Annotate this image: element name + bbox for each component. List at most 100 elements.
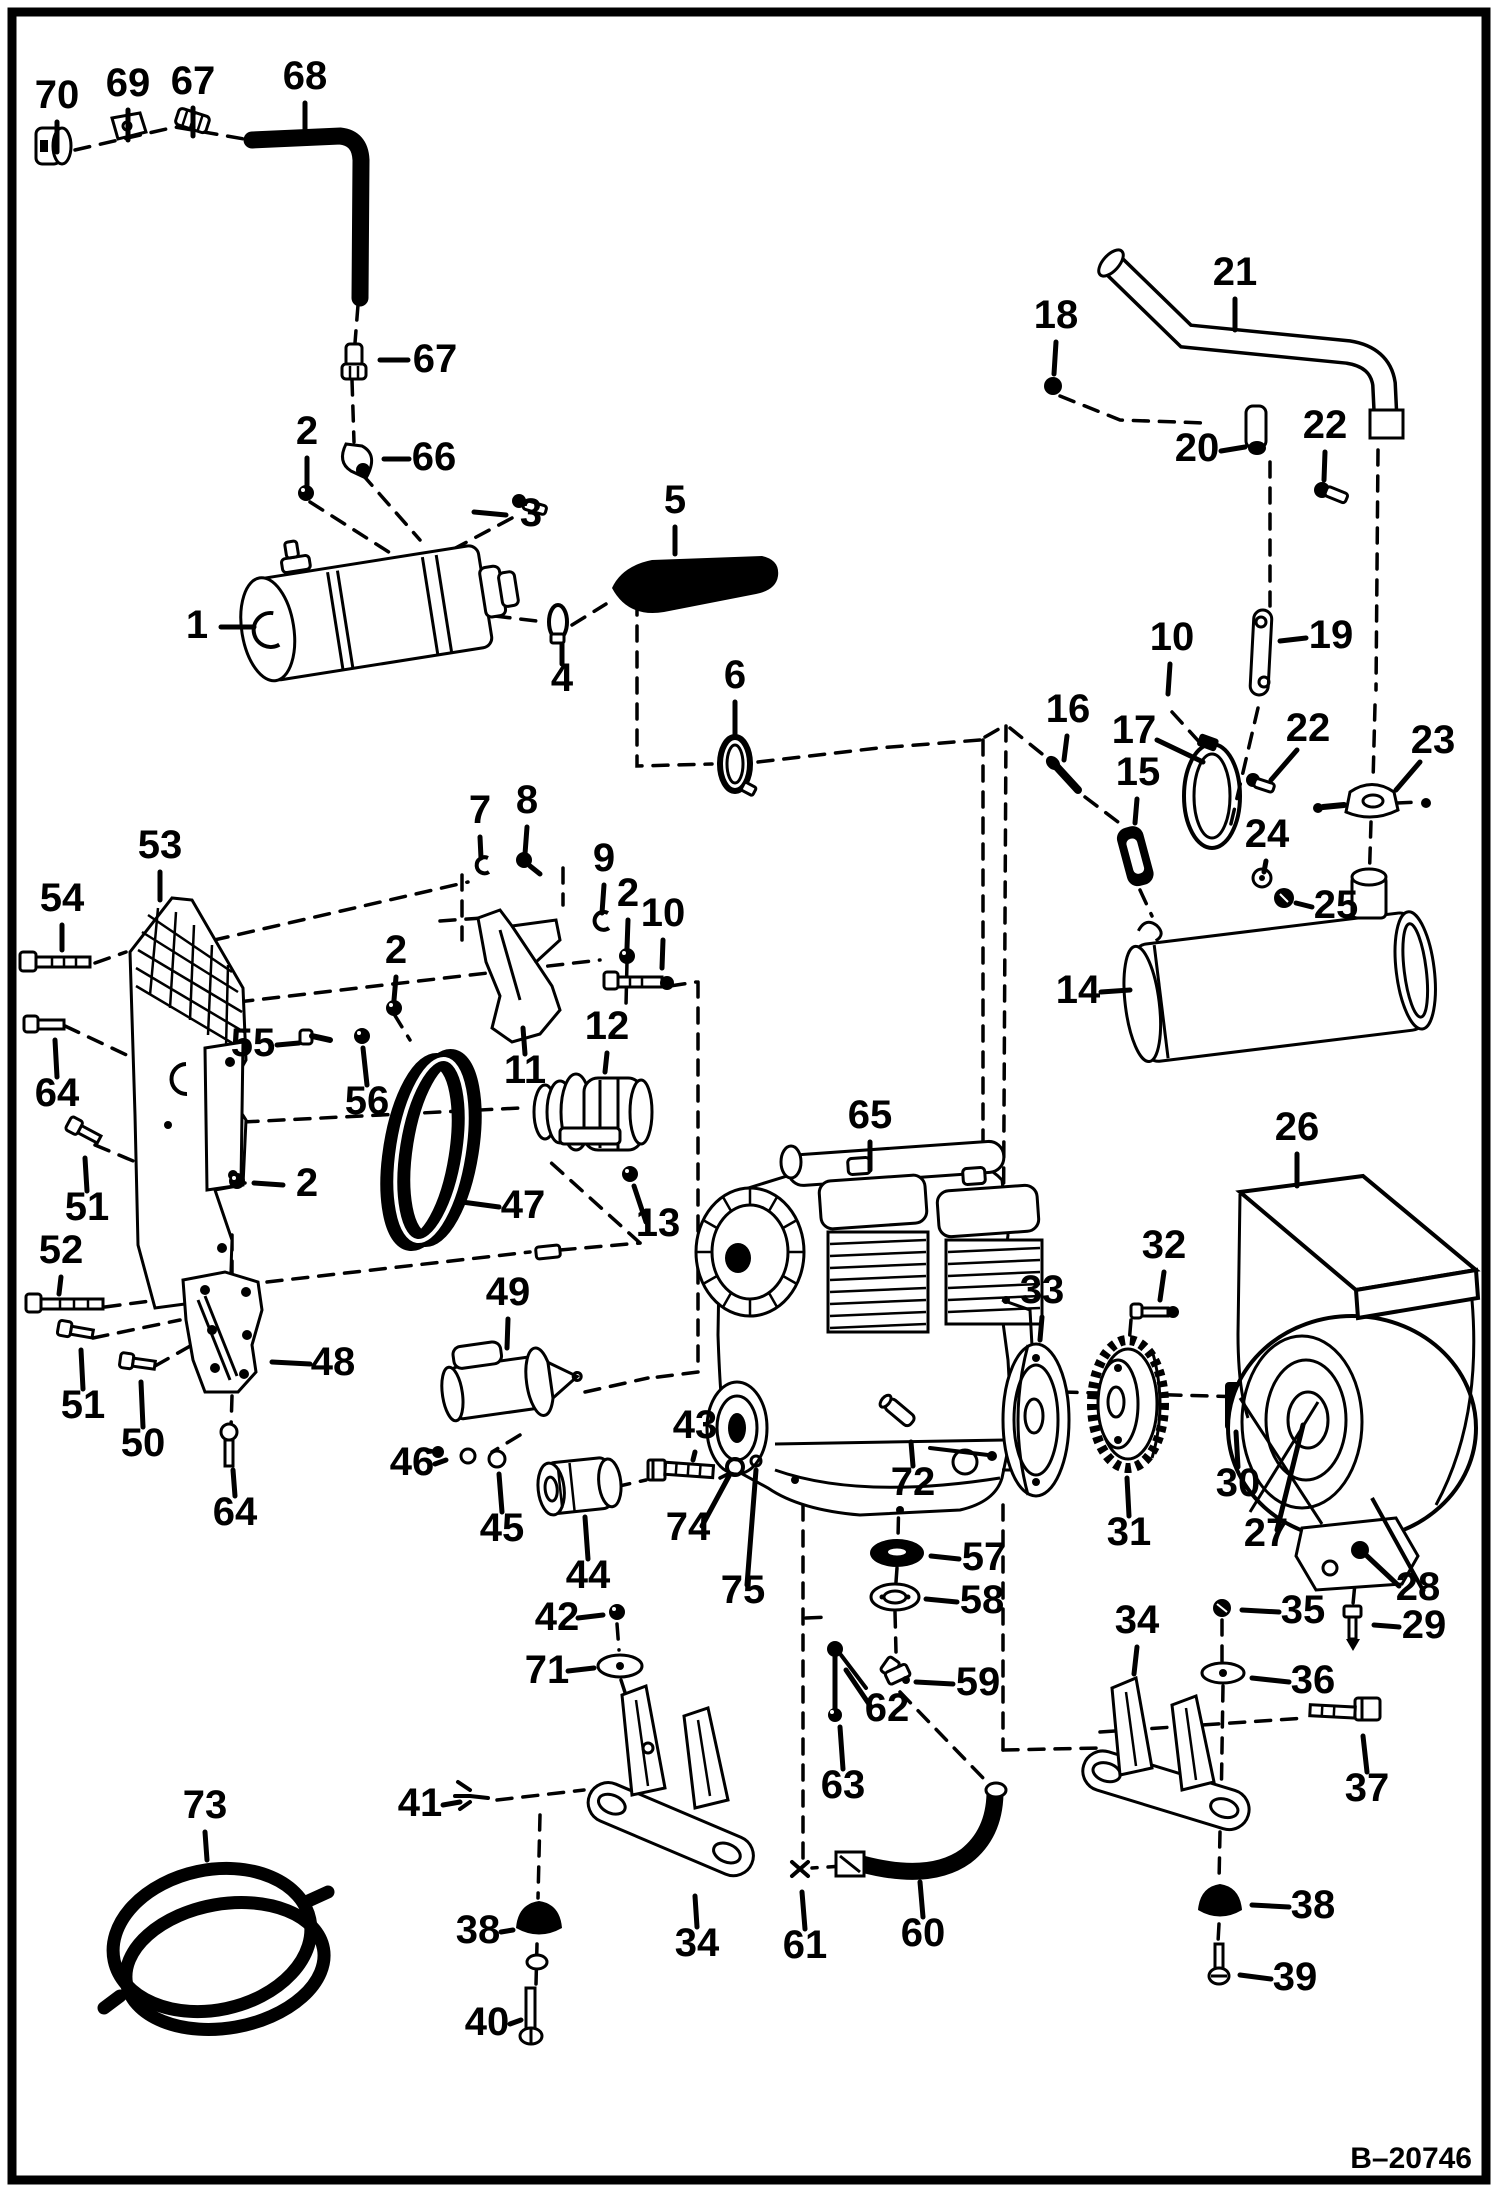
callout-2-5: 2: [296, 409, 318, 453]
callout-5-10: 5: [664, 478, 686, 522]
callout-39-72: 39: [1273, 1955, 1318, 1999]
callout-68-3: 68: [283, 54, 328, 98]
fan-belt: [380, 1048, 482, 1252]
callout-44-52: 44: [566, 1553, 611, 1597]
leader-22-15: [1321, 449, 1328, 483]
leader-62-76: [843, 1667, 874, 1710]
callout-20-14: 20: [1175, 426, 1220, 470]
leader-19-16: [1277, 635, 1309, 644]
callout-62-76: 62: [865, 1686, 910, 1730]
callout-47-46: 47: [501, 1183, 546, 1227]
callout-26-64: 26: [1275, 1105, 1320, 1149]
leader-11-45: [520, 1025, 528, 1057]
callout-1-8: 1: [186, 603, 208, 647]
callout-2-37: 2: [385, 928, 407, 972]
callout-49-49: 49: [486, 1270, 531, 1314]
callout-30-62: 30: [1216, 1461, 1261, 1505]
callout-2-38: 2: [296, 1161, 318, 1205]
leader-23-22: [1393, 759, 1423, 793]
coiled-hose: [97, 1861, 335, 2036]
callout-10-17: 10: [1150, 615, 1195, 659]
callout-64-34: 64: [213, 1490, 258, 1534]
callout-34-70: 34: [1115, 1598, 1160, 1642]
leader-36-68: [1249, 1675, 1292, 1685]
callout-66-6: 66: [412, 435, 457, 479]
callout-33-59: 33: [1020, 1268, 1065, 1312]
callout-51-29: 51: [65, 1185, 110, 1229]
leader-55-35: [274, 1040, 302, 1048]
callout-61-79: 61: [783, 1923, 828, 1967]
callout-7-39: 7: [469, 788, 491, 832]
leader-51-29: [82, 1155, 90, 1194]
leader-52-30: [56, 1274, 64, 1297]
engine-mount-left: [516, 1683, 755, 2046]
leader-38-81: [498, 1927, 516, 1935]
callout-32-60: 32: [1142, 1223, 1187, 1267]
callout-13-47: 13: [636, 1201, 681, 1245]
callout-72-58: 72: [891, 1460, 936, 1504]
leader-15-20: [1132, 796, 1140, 826]
leader-57-73: [928, 1553, 962, 1562]
leader-41-83: [440, 1799, 463, 1808]
small-fasteners: [229, 485, 635, 1261]
leader-64-34: [230, 1467, 238, 1499]
leader-27-63: [1274, 1422, 1306, 1533]
callout-58-74: 58: [960, 1578, 1005, 1622]
breather-hose-assembly: [34, 107, 370, 381]
leader-31-61: [1124, 1475, 1132, 1519]
callout-70-0: 70: [35, 73, 80, 117]
leader-42-56: [575, 1612, 606, 1621]
leader-75-55: [744, 1467, 759, 1588]
callout-75-55: 75: [721, 1568, 766, 1612]
leader-2-37: [391, 974, 399, 1003]
leader-25-24: [1293, 900, 1315, 910]
callout-53-26: 53: [138, 823, 183, 867]
blower-housing-assembly: [1226, 1173, 1481, 1651]
leader-49-49: [504, 1316, 511, 1351]
leader-33-59: [1037, 1314, 1045, 1343]
leader-45-51: [496, 1471, 505, 1515]
leader-2-42: [624, 917, 631, 951]
callout-41-83: 41: [398, 1781, 443, 1825]
callout-22-15: 22: [1303, 403, 1348, 447]
leader-34-70: [1131, 1644, 1140, 1677]
leader-37-69: [1360, 1733, 1370, 1775]
oil-drain-assembly: [790, 1539, 1008, 1880]
callout-69-1: 69: [106, 61, 151, 105]
leader-64-28: [52, 1037, 60, 1080]
callout-37-69: 37: [1345, 1766, 1390, 1810]
leader-16-18: [1061, 733, 1070, 763]
leader-48-33: [269, 1359, 313, 1367]
callout-56-36: 56: [345, 1079, 390, 1123]
leader-10-17: [1165, 661, 1173, 697]
callout-23-22: 23: [1411, 718, 1456, 762]
callout-35-67: 35: [1281, 1588, 1326, 1632]
callout-57-73: 57: [962, 1535, 1007, 1579]
callout-17-19: 17: [1112, 708, 1157, 752]
callout-50-32: 50: [121, 1421, 166, 1465]
callout-51-31: 51: [61, 1383, 106, 1427]
engine-assembly: [694, 1139, 1044, 1517]
callout-21-13: 21: [1213, 250, 1258, 294]
callout-18-12: 18: [1034, 293, 1079, 337]
leader-60-78: [917, 1879, 926, 1920]
callout-63-77: 63: [821, 1763, 866, 1807]
leader-2-38: [251, 1180, 286, 1188]
callout-34-80: 34: [675, 1921, 720, 1965]
callout-29-66: 29: [1402, 1603, 1447, 1647]
callout-4-9: 4: [551, 656, 574, 700]
callout-22-21: 22: [1286, 706, 1331, 750]
callout-67-2: 67: [171, 59, 216, 103]
callout-73-84: 73: [183, 1783, 228, 1827]
leader-63-77: [837, 1724, 846, 1772]
exhaust-pipe-assembly: [1044, 248, 1405, 697]
callout-67-4: 67: [413, 337, 458, 381]
leader-28-65: [1364, 1553, 1402, 1589]
callout-10-43: 10: [641, 891, 686, 935]
callout-52-30: 52: [39, 1228, 84, 1272]
leader-35-67: [1239, 1607, 1282, 1615]
leader-38-71: [1249, 1902, 1292, 1910]
leader-50-32: [138, 1379, 146, 1430]
leader-3-7: [471, 509, 509, 518]
